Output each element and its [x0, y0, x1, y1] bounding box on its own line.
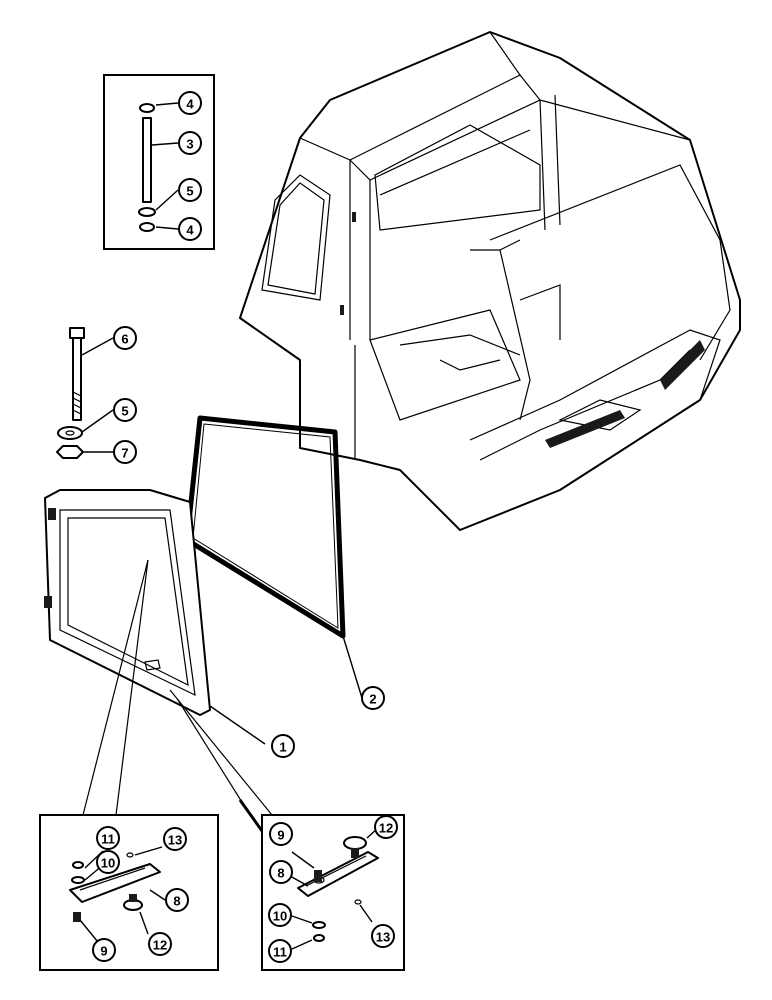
callout-3: 3 [178, 131, 202, 155]
callout-12-right: 12 [374, 815, 398, 839]
bolt-shank [72, 337, 82, 421]
callout-9-left: 9 [92, 938, 116, 962]
callout-label: 12 [379, 821, 393, 836]
callout-5: 5 [113, 398, 137, 422]
spacer-rod-part [142, 117, 152, 203]
callout-label: 3 [186, 137, 193, 152]
latch-bar-part [297, 851, 379, 897]
callout-11-right: 11 [268, 939, 292, 963]
callout-label: 1 [279, 740, 286, 755]
hinge-bottom [44, 596, 52, 608]
callout-4-bottom: 4 [178, 217, 202, 241]
callout-label: 10 [273, 909, 287, 924]
callout-label: 13 [168, 833, 182, 848]
callout-label: 9 [277, 828, 284, 843]
hinge-top [48, 508, 56, 520]
callout-label: 9 [100, 944, 107, 959]
callout-1: 1 [271, 734, 295, 758]
callout-label: 5 [121, 404, 128, 419]
callout-8-left: 8 [165, 888, 189, 912]
left-latch-inset [39, 814, 219, 971]
callout-10-left: 10 [96, 850, 120, 874]
callout-13-right: 13 [371, 924, 395, 948]
callout-6: 6 [113, 326, 137, 350]
callout-label: 4 [186, 223, 194, 238]
callout-label: 12 [153, 938, 167, 953]
callout-label: 8 [173, 894, 180, 909]
nut-part [56, 445, 84, 459]
window-seal [184, 415, 363, 699]
callout-label: 11 [101, 832, 115, 847]
side-window-opening [261, 174, 331, 301]
callout-11-left: 11 [96, 826, 120, 850]
callout-13-left: 13 [163, 827, 187, 851]
callout-label: 13 [376, 930, 390, 945]
callout-7: 7 [113, 440, 137, 464]
callout-label: 5 [186, 184, 193, 199]
callout-8-right: 8 [269, 860, 293, 884]
bolt-head [69, 327, 85, 339]
washer-part [57, 426, 83, 440]
callout-label: 8 [277, 866, 284, 881]
callout-9-right: 9 [269, 822, 293, 846]
callout-10-right: 10 [268, 903, 292, 927]
callout-5-top: 5 [178, 178, 202, 202]
callout-label: 10 [101, 856, 115, 871]
window-frame [44, 489, 266, 745]
callout-label: 11 [273, 945, 287, 960]
callout-label: 7 [121, 446, 128, 461]
callout-2: 2 [361, 686, 385, 710]
washer-part-top [138, 207, 156, 217]
latch-bar-part [69, 863, 161, 903]
callout-12-left: 12 [148, 932, 172, 956]
cab-frame [239, 31, 741, 531]
callout-4-top: 4 [178, 91, 202, 115]
callout-label: 2 [369, 692, 376, 707]
bolt-assembly [56, 327, 114, 459]
callout-label: 6 [121, 332, 128, 347]
nut-part-bottom [139, 222, 155, 232]
callout-label: 4 [186, 97, 194, 112]
nut-part-top [139, 103, 155, 113]
